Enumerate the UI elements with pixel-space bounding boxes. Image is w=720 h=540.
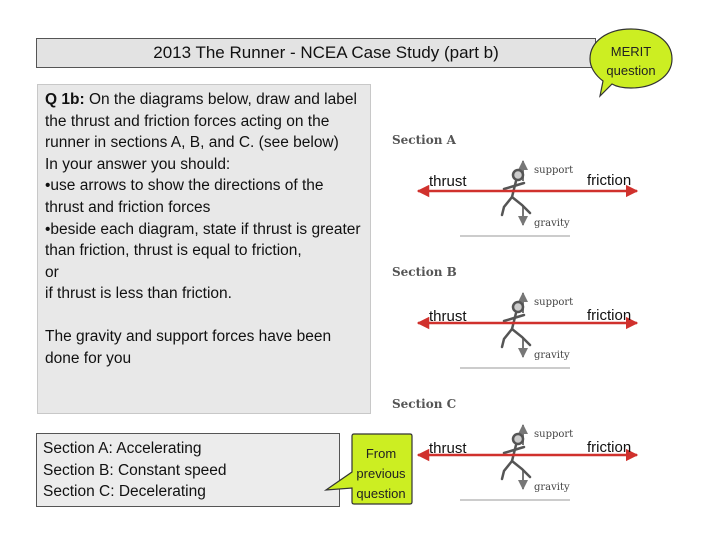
title-bar: 2013 The Runner - NCEA Case Study (part … [36, 38, 596, 68]
section-c-diagram: Section C support gravity thrust frictio… [390, 397, 690, 507]
friction-label: friction [587, 172, 632, 189]
speech-bubble-icon [589, 28, 673, 98]
previous-question-callout: From previous question [318, 432, 414, 512]
summary-value: Accelerating [116, 440, 202, 457]
gravity-label: gravity [534, 218, 570, 229]
summary-value: Decelerating [118, 483, 206, 501]
merit-badge: MERIT question [588, 26, 678, 98]
summary-row: Section C: Decelerating [43, 481, 333, 503]
instruction-line: •beside each diagram, state if thrust is… [45, 220, 361, 260]
thrust-label: thrust [429, 173, 467, 190]
instruction-line: In your answer you should: [45, 155, 231, 173]
question-text: On the diagrams below, draw and label th… [45, 91, 357, 152]
support-label: support [534, 429, 573, 440]
callout-line: From [365, 446, 397, 461]
thrust-label: thrust [429, 440, 467, 457]
support-label: support [534, 165, 573, 176]
summary-name: Section C: [43, 483, 115, 501]
merit-sub-label: question [606, 63, 656, 78]
section-label: Section C [392, 397, 457, 411]
friction-label: friction [587, 439, 632, 456]
support-label: support [534, 297, 573, 308]
runner-icon [500, 432, 532, 481]
gravity-label: gravity [534, 350, 570, 361]
gravity-label: gravity [534, 482, 570, 493]
summary-name: Section B: [43, 461, 114, 479]
friction-label: friction [587, 307, 632, 324]
instruction-line: or [45, 263, 59, 281]
callout-line: question [356, 486, 406, 501]
question-footer: The gravity and support forces have been… [45, 327, 332, 367]
callout-bubble-icon [323, 433, 413, 505]
summary-name: Section A: [43, 440, 113, 457]
merit-label: MERIT [610, 44, 652, 59]
instruction-line: if thrust is less than friction. [45, 285, 232, 303]
section-b-diagram: Section B support gravity thrust frictio… [390, 265, 690, 375]
section-label: Section A [392, 133, 456, 147]
runner-icon [500, 300, 532, 349]
instruction-line: •use arrows to show the directions of th… [45, 177, 324, 216]
summary-row: Section B: Constant speed [43, 460, 333, 482]
callout-line: previous [356, 466, 406, 481]
summary-row: Section A: Accelerating [43, 438, 333, 460]
section-a-diagram: Section A support gravity thrust frictio… [390, 133, 690, 243]
runner-diagram: support gravity [416, 160, 639, 237]
question-box: Q 1b: On the diagrams below, draw and la… [37, 84, 371, 414]
page-title: 2013 The Runner - NCEA Case Study (part … [153, 43, 499, 62]
summary-value: Constant speed [117, 461, 227, 479]
thrust-label: thrust [429, 308, 467, 325]
section-label: Section B [392, 265, 457, 279]
question-intro: Q 1b: On the diagrams below, draw and la… [45, 89, 364, 154]
question-label: Q 1b: [45, 91, 85, 108]
runner-diagram: support gravity [416, 424, 639, 501]
runner-diagram: support gravity [416, 292, 639, 369]
sections-summary-box: Section A: Accelerating Section B: Const… [36, 433, 340, 507]
runner-icon [500, 168, 532, 217]
